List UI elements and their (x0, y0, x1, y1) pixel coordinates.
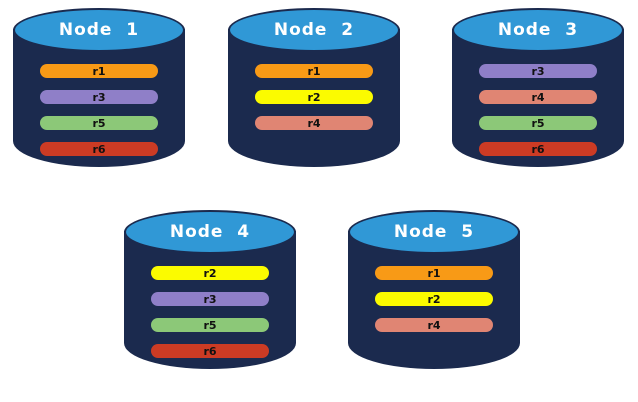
replica-bar-r2[interactable]: r2 (255, 90, 373, 104)
node-label: Node 2 (273, 20, 355, 40)
node-label: Node 5 (393, 222, 475, 242)
replica-bar-r2[interactable]: r2 (151, 266, 269, 280)
cylinder-top-icon (13, 8, 185, 52)
replica-bar-r6[interactable]: r6 (479, 142, 597, 156)
replica-list: r1 r2 r4 (375, 266, 493, 344)
replica-bar-r4[interactable]: r4 (375, 318, 493, 332)
node-label: Node 1 (58, 20, 140, 40)
replica-list: r3 r4 r5 r6 (479, 64, 597, 168)
cylinder-top-icon (228, 8, 400, 52)
database-node-4[interactable]: Node 4 r2 r3 r5 r6 (124, 210, 296, 390)
replica-bar-r1[interactable]: r1 (375, 266, 493, 280)
replica-list: r1 r3 r5 r6 (40, 64, 158, 168)
replica-bar-r4[interactable]: r4 (255, 116, 373, 130)
replica-bar-r5[interactable]: r5 (40, 116, 158, 130)
replica-bar-r3[interactable]: r3 (479, 64, 597, 78)
replica-bar-r6[interactable]: r6 (40, 142, 158, 156)
cylinder-top-icon (348, 210, 520, 254)
replica-bar-r3[interactable]: r3 (40, 90, 158, 104)
replica-list: r2 r3 r5 r6 (151, 266, 269, 370)
replica-bar-r6[interactable]: r6 (151, 344, 269, 358)
node-label: Node 3 (497, 20, 579, 40)
database-node-2[interactable]: Node 2 r1 r2 r4 (228, 8, 400, 188)
database-node-1[interactable]: Node 1 r1 r3 r5 r6 (13, 8, 185, 188)
replica-bar-r4[interactable]: r4 (479, 90, 597, 104)
cylinder-top-icon (452, 8, 624, 52)
replica-bar-r1[interactable]: r1 (40, 64, 158, 78)
replica-bar-r5[interactable]: r5 (151, 318, 269, 332)
replica-bar-r5[interactable]: r5 (479, 116, 597, 130)
cylinder-top-icon (124, 210, 296, 254)
node-label: Node 4 (169, 222, 251, 242)
replica-bar-r3[interactable]: r3 (151, 292, 269, 306)
database-node-3[interactable]: Node 3 r3 r4 r5 r6 (452, 8, 624, 188)
database-node-5[interactable]: Node 5 r1 r2 r4 (348, 210, 520, 390)
replica-bar-r2[interactable]: r2 (375, 292, 493, 306)
replica-list: r1 r2 r4 (255, 64, 373, 142)
replica-bar-r1[interactable]: r1 (255, 64, 373, 78)
